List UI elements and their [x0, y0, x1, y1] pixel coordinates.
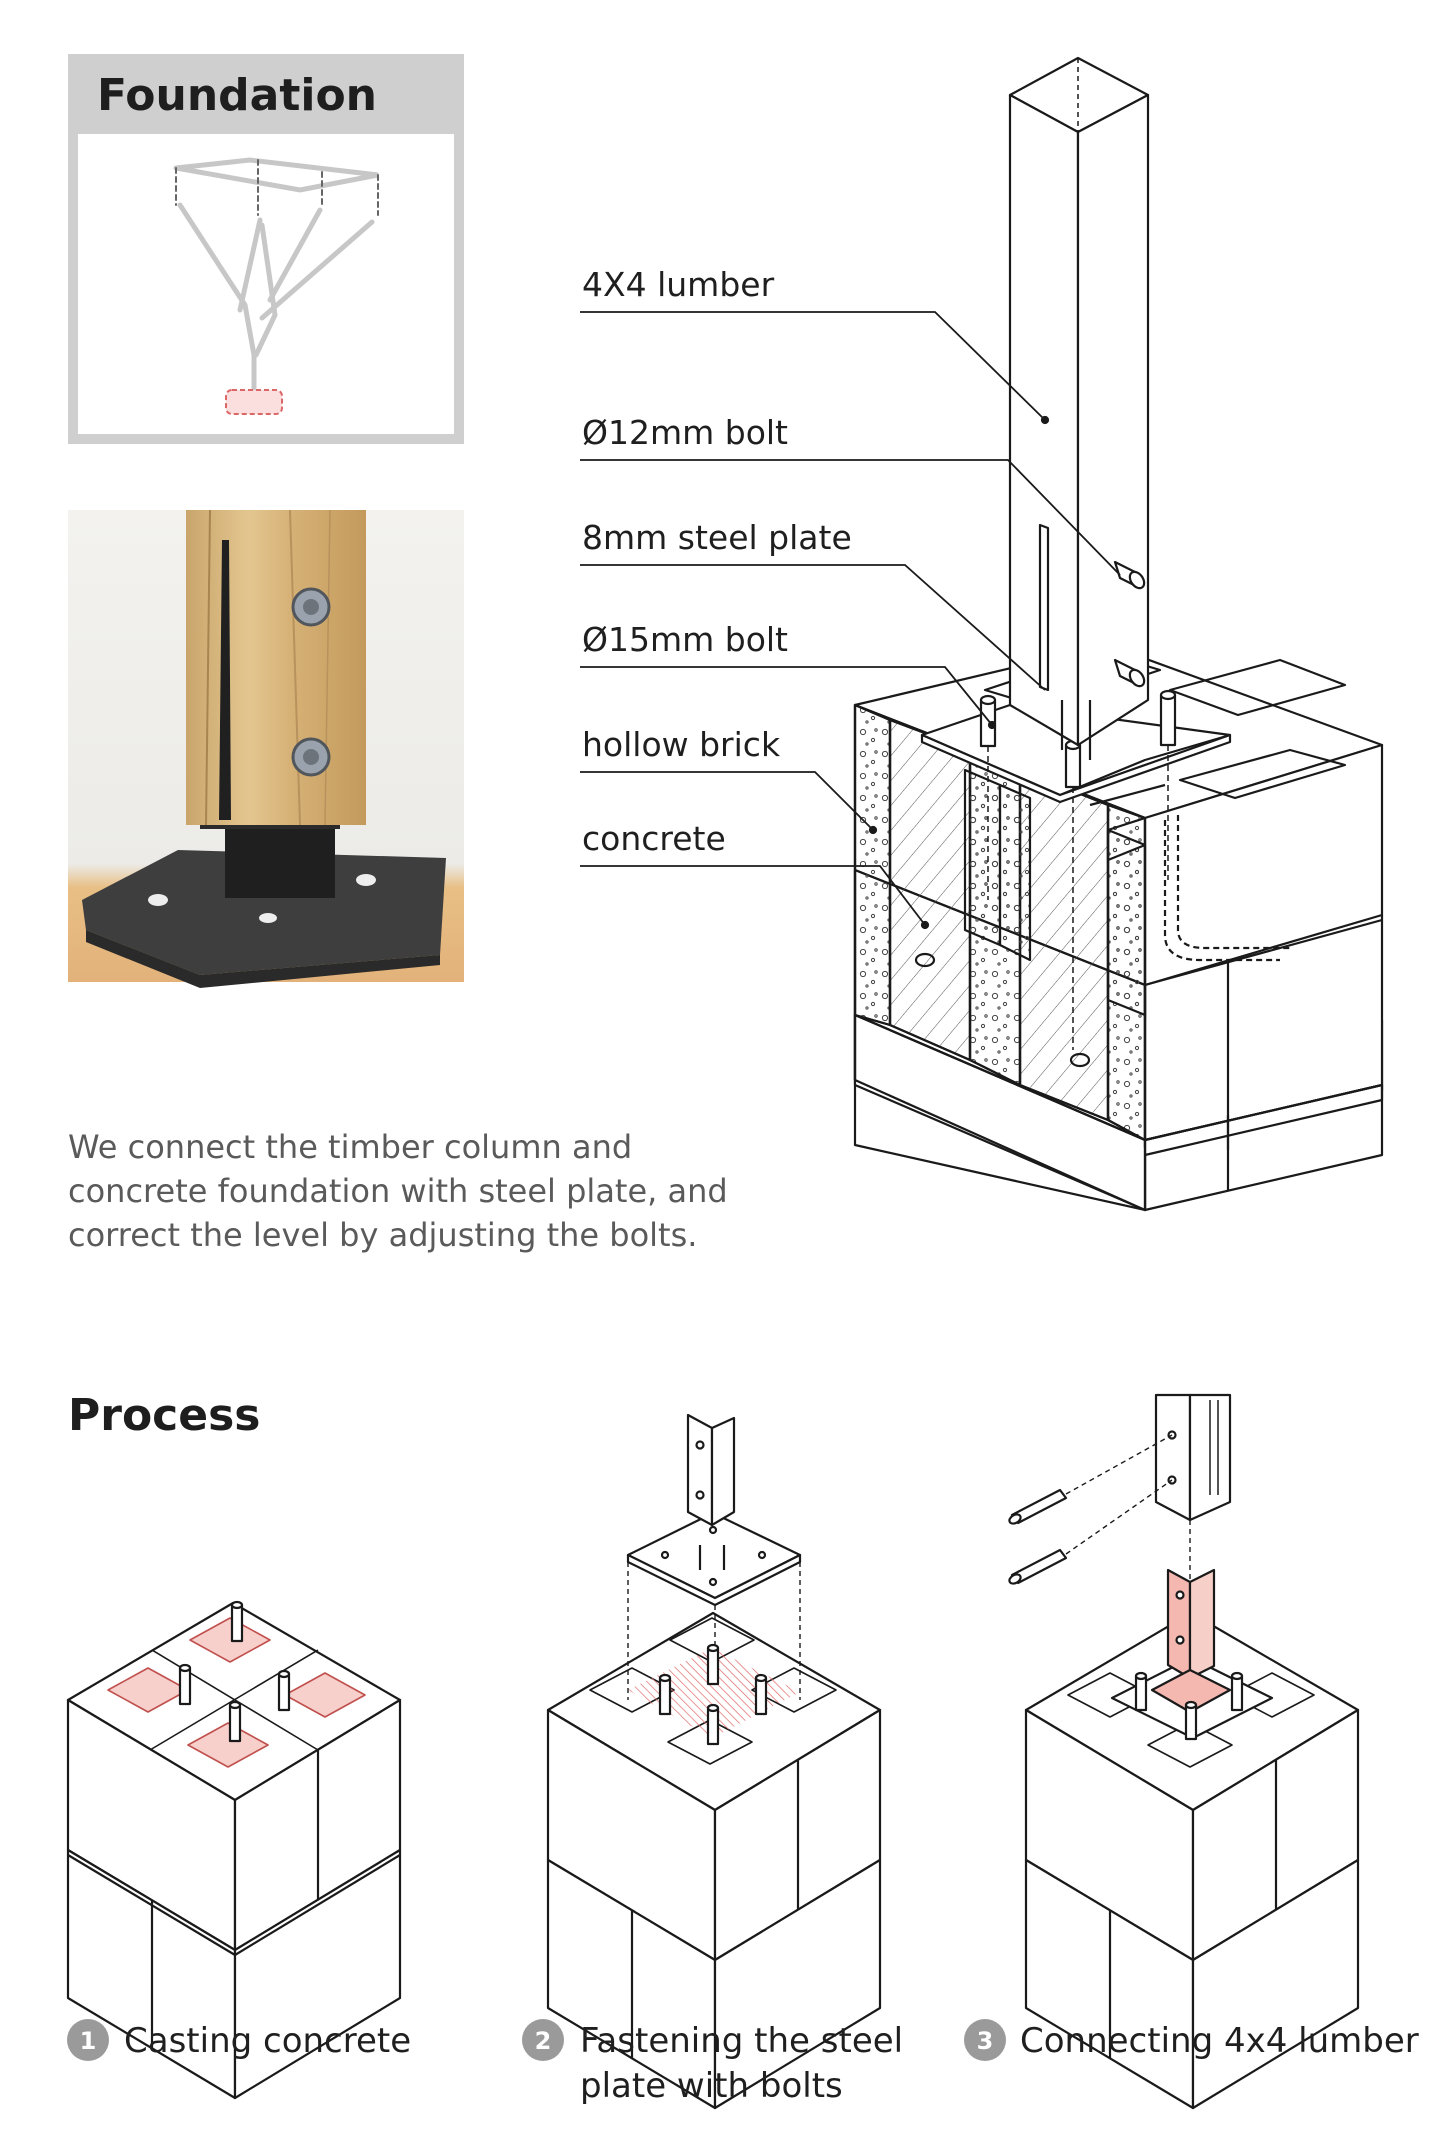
process-title: Process: [68, 1390, 260, 1441]
foundation-highlight-marker: [225, 389, 283, 415]
step-1-text: Casting concrete: [124, 2021, 411, 2061]
step-3-illustration: [1008, 1393, 1360, 2110]
callout-hollow-brick: hollow brick: [582, 725, 781, 764]
callout-4x4-lumber: 4X4 lumber: [582, 265, 775, 304]
description-line-3: correct the level by adjusting the bolts…: [68, 1216, 697, 1254]
callout-leaders: [580, 311, 1121, 926]
callout-12mm-bolt: Ø12mm bolt: [582, 413, 788, 452]
step-2-illustration: [546, 1413, 882, 2110]
step-1-illustration: [66, 1600, 402, 2100]
callout-steel-plate: 8mm steel plate: [582, 518, 852, 557]
foundation-photo: [68, 509, 464, 988]
foundation-panel: Foundation: [68, 54, 464, 444]
step-3-text: Connecting 4x4 lumber: [1020, 2021, 1419, 2061]
step-3-badge: [964, 2019, 1006, 2061]
callout-concrete: concrete: [582, 819, 726, 858]
svg-text:3: 3: [977, 2027, 994, 2055]
step-2-badge: [522, 2019, 564, 2061]
svg-text:2: 2: [535, 2027, 552, 2055]
description-line-1: We connect the timber column and: [68, 1128, 632, 1166]
structure-thumbnail-icon: [173, 157, 379, 391]
step-2-text-line-2: plate with bolts: [580, 2066, 843, 2106]
description-line-2: concrete foundation with steel plate, an…: [68, 1172, 728, 1210]
svg-text:1: 1: [80, 2027, 97, 2055]
step-2-label: 2 Fastening the steel plate with bolts: [522, 2019, 903, 2106]
foundation-axonometric-diagram: [853, 56, 1384, 1212]
foundation-title: Foundation: [97, 70, 377, 121]
step-1-badge: [67, 2019, 109, 2061]
step-1-label: 1 Casting concrete: [67, 2019, 411, 2061]
step-3-label: 3 Connecting 4x4 lumber: [964, 2019, 1419, 2061]
step-2-text-line-1: Fastening the steel: [580, 2021, 903, 2061]
callout-15mm-bolt: Ø15mm bolt: [582, 620, 788, 659]
